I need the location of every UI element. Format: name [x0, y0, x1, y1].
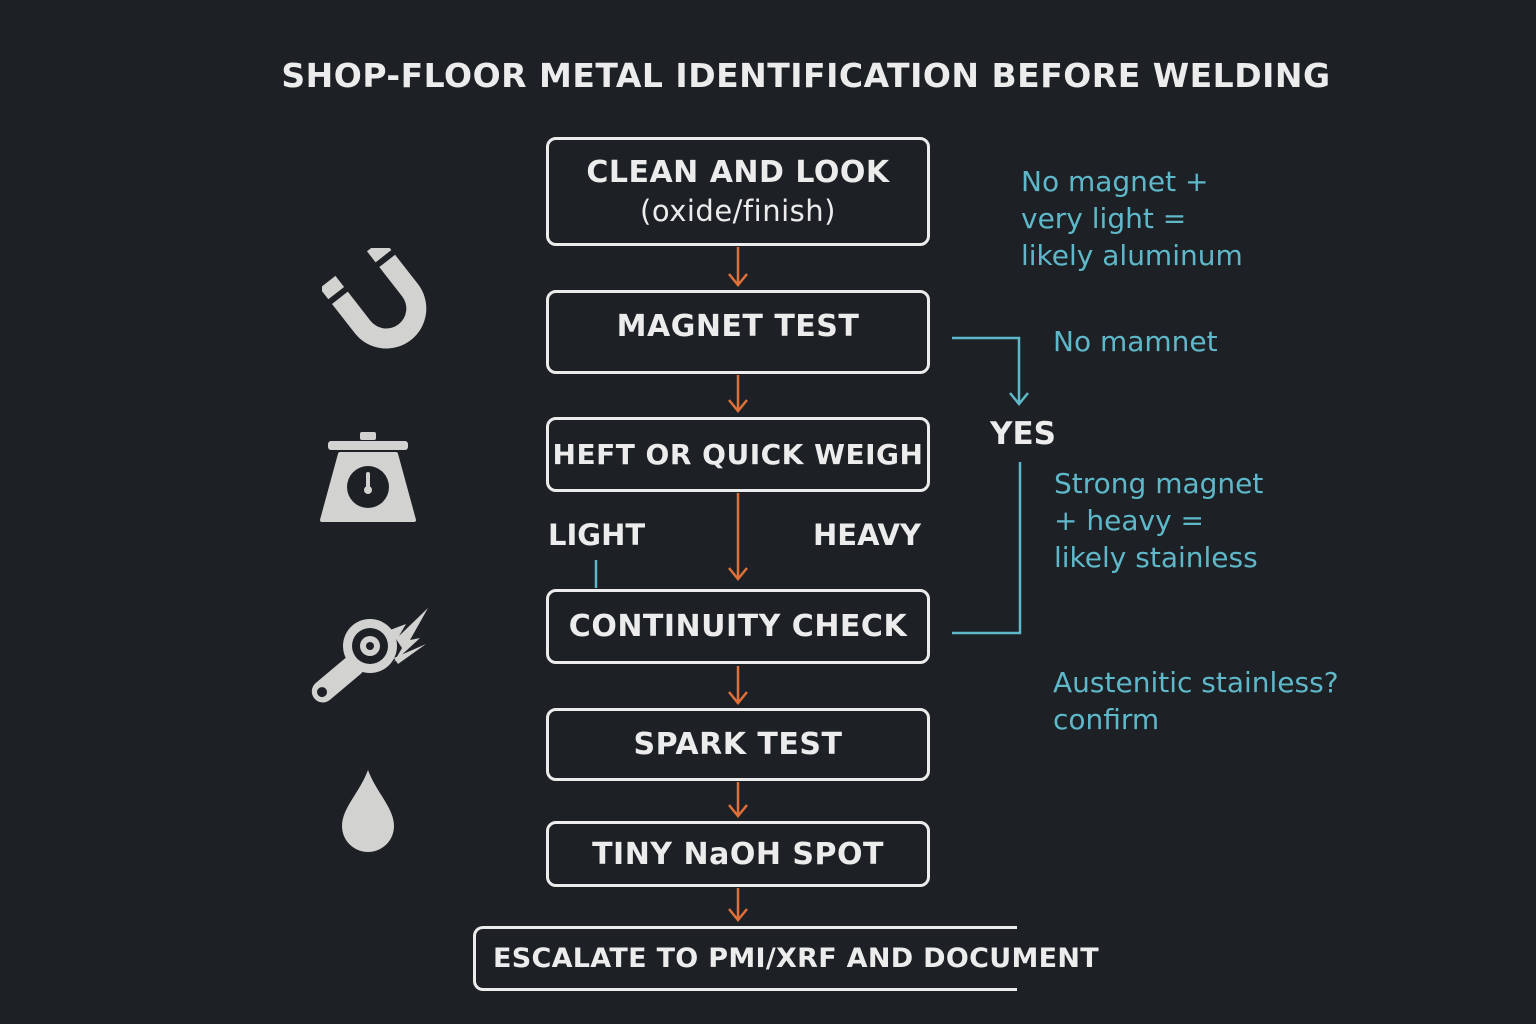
magnet-branch-line: [952, 336, 1021, 403]
step-spark-test: SPARK TEST: [546, 708, 930, 781]
arrowhead: [1009, 392, 1029, 406]
arrowhead: [728, 567, 748, 581]
diagram-title: SHOP-FLOOR METAL IDENTIFICATION BEFORE W…: [281, 56, 1331, 95]
step-label: HEFT OR QUICK WEIGH: [552, 438, 924, 471]
arrowhead: [728, 399, 748, 413]
branch-label-light: LIGHT: [548, 518, 646, 552]
step-label: TINY NaOH SPOT: [592, 836, 884, 872]
branch-label-heavy: HEAVY: [813, 518, 921, 552]
arrowhead: [728, 691, 748, 705]
step-label: ESCALATE TO PMI/XRF AND DOCUMENT: [493, 943, 1099, 974]
droplet-icon: [342, 770, 394, 852]
note-austenitic-stainless: Austenitic stainless? confirm: [1053, 664, 1339, 738]
step-naoh-spot: TINY NaOH SPOT: [546, 821, 930, 887]
step-label: CONTINUITY CHECK: [568, 609, 908, 644]
step-label: MAGNET TEST: [616, 308, 860, 344]
note-line: likely stainless: [1054, 541, 1258, 574]
step-magnet-test: MAGNET TEST: [546, 290, 930, 374]
arrowhead: [728, 273, 748, 287]
step-clean-and-look: CLEAN AND LOOK (oxide/finish): [546, 137, 930, 246]
note-line: No magnet +: [1021, 165, 1209, 198]
note-line: + heavy =: [1054, 504, 1204, 537]
step-heft-or-weigh: HEFT OR QUICK WEIGH: [546, 417, 930, 492]
note-likely-aluminum: No magnet + very light = likely aluminum: [1021, 163, 1243, 274]
note-line: Strong magnet: [1054, 467, 1264, 500]
note-no-magnet: No mamnet: [1053, 325, 1218, 358]
note-line: likely aluminum: [1021, 239, 1243, 272]
flow-arrows: [728, 247, 748, 922]
note-line: Austenitic stainless?: [1053, 666, 1339, 699]
note-line: confirm: [1053, 703, 1160, 736]
step-escalate: ESCALATE TO PMI/XRF AND DOCUMENT: [473, 926, 1099, 991]
step-continuity-check: CONTINUITY CHECK: [546, 589, 930, 664]
magnet-icon: [322, 248, 427, 349]
arrowhead: [728, 908, 748, 922]
arrowhead: [728, 804, 748, 818]
step-sublabel: (oxide/finish): [640, 194, 836, 228]
step-label: CLEAN AND LOOK: [586, 155, 890, 190]
scale-icon: [320, 432, 416, 522]
grinder-spark-icon: [311, 608, 428, 703]
continuity-branch-line: [952, 462, 1022, 635]
note-likely-stainless: Strong magnet + heavy = likely stainless: [1054, 465, 1263, 576]
note-line: very light =: [1021, 202, 1187, 235]
branch-lines: [594, 336, 1029, 635]
step-label: SPARK TEST: [633, 727, 843, 762]
branch-label-yes: YES: [990, 416, 1056, 452]
